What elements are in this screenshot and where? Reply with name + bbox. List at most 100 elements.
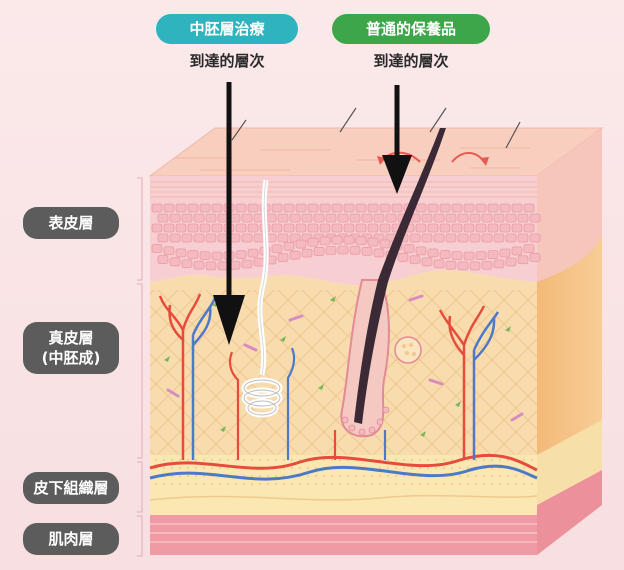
epidermal-cell	[169, 213, 181, 223]
epidermal-cell	[157, 233, 169, 243]
muscle-fibers	[150, 523, 537, 543]
epidermal-cell	[247, 223, 259, 233]
epidermal-cell	[337, 245, 349, 255]
epidermal-cell	[469, 261, 481, 271]
epidermal-cell	[193, 213, 205, 223]
layer-brackets	[137, 177, 143, 557]
normal-skincare-pill: 普通的保養品	[332, 14, 490, 44]
epidermal-cell	[235, 203, 247, 213]
epidermal-cell	[205, 233, 217, 243]
epidermal-cell	[241, 213, 253, 223]
epidermal-cell	[379, 223, 391, 233]
epidermal-cell	[265, 213, 277, 223]
epidermal-cell	[307, 203, 319, 213]
epidermal-cell	[277, 253, 289, 262]
epidermal-cell	[511, 203, 523, 213]
epidermal-cell	[397, 252, 409, 262]
epidermal-cell	[181, 259, 193, 269]
epidermal-cell	[313, 247, 325, 256]
epidermal-cell	[445, 260, 457, 270]
epidermal-cell	[319, 236, 331, 246]
epidermal-cell	[295, 239, 307, 249]
epidermal-cell	[379, 239, 391, 249]
capillary-tree-left	[158, 293, 217, 460]
epidermal-cell	[193, 260, 205, 270]
epidermal-cell	[175, 223, 187, 233]
epidermal-cell	[529, 252, 541, 262]
epidermal-cell	[445, 213, 457, 223]
epidermal-cell	[433, 259, 445, 269]
epidermal-cell	[415, 246, 427, 256]
epidermal-cell	[205, 261, 217, 271]
epidermal-cell	[169, 233, 181, 243]
epidermal-cell	[169, 257, 181, 267]
epidermal-cell	[205, 213, 217, 223]
epidermal-cell	[415, 203, 427, 213]
epidermal-cell	[271, 203, 283, 213]
muscle-layer	[150, 515, 537, 555]
artery-horizontal	[149, 453, 538, 472]
epidermal-cell	[439, 203, 451, 213]
epidermal-cell	[487, 250, 499, 260]
epidermal-cell	[511, 246, 523, 256]
epidermal-cell	[241, 233, 253, 243]
epidermal-cell	[331, 223, 343, 233]
epidermal-cell	[499, 203, 511, 213]
epidermal-cell	[253, 233, 265, 243]
epidermal-cell	[523, 244, 535, 253]
epidermal-cell	[493, 213, 505, 223]
arrow-normal-depth	[382, 85, 412, 194]
epidermal-cell	[523, 203, 535, 213]
epidermal-cell	[283, 203, 295, 213]
epidermal-cell	[421, 213, 433, 223]
capillary-small	[228, 347, 387, 460]
capillary-tree-right	[438, 305, 500, 460]
epidermal-cell	[427, 223, 439, 233]
epidermal-cell	[199, 203, 211, 213]
epidermal-cell	[325, 245, 337, 255]
epidermal-cell	[427, 248, 439, 258]
epidermal-cell	[493, 259, 505, 269]
epidermal-cell	[343, 203, 355, 213]
epidermal-cell	[319, 223, 331, 233]
epidermal-cell	[301, 213, 313, 223]
epidermal-cell	[295, 223, 307, 233]
epidermal-cell	[373, 213, 385, 223]
epidermal-cell	[505, 233, 517, 243]
epidermal-cell	[361, 213, 373, 223]
epidermal-cell	[505, 257, 517, 267]
epidermal-cell	[511, 223, 523, 233]
epidermal-cell	[289, 213, 301, 223]
epidermal-cell	[199, 223, 211, 233]
epidermal-cell	[517, 213, 529, 223]
epidermal-cell	[463, 223, 475, 233]
epidermal-cell	[247, 248, 259, 258]
epidermal-cell	[253, 257, 265, 267]
epidermal-cell	[241, 259, 253, 269]
epidermal-cell	[157, 213, 169, 223]
epidermal-cell	[367, 223, 379, 233]
epidermal-cell	[451, 223, 463, 233]
epidermal-cell	[283, 241, 295, 251]
epidermal-cell	[175, 248, 187, 258]
skin-top-surface	[148, 127, 604, 177]
epidermal-cell	[499, 248, 511, 258]
epidermal-cell	[355, 203, 367, 213]
epidermal-cell	[529, 233, 541, 243]
epidermal-cell	[457, 213, 469, 223]
epidermal-cell	[187, 203, 199, 213]
epidermal-cell	[355, 223, 367, 233]
label-subcutaneous: 皮下組織層	[23, 472, 119, 504]
epidermal-cell	[433, 233, 445, 243]
epidermal-cell	[487, 223, 499, 233]
hair-shaft	[354, 128, 446, 424]
epidermal-cell	[343, 235, 355, 245]
epidermal-cell	[307, 237, 319, 247]
epidermal-cell	[331, 203, 343, 213]
epidermal-cell	[307, 223, 319, 233]
epidermal-cell	[277, 213, 289, 223]
label-epidermis: 表皮層	[23, 207, 119, 239]
epidermal-cell	[361, 246, 373, 256]
epidermal-cell	[373, 248, 385, 258]
epidermal-cell	[199, 251, 211, 260]
